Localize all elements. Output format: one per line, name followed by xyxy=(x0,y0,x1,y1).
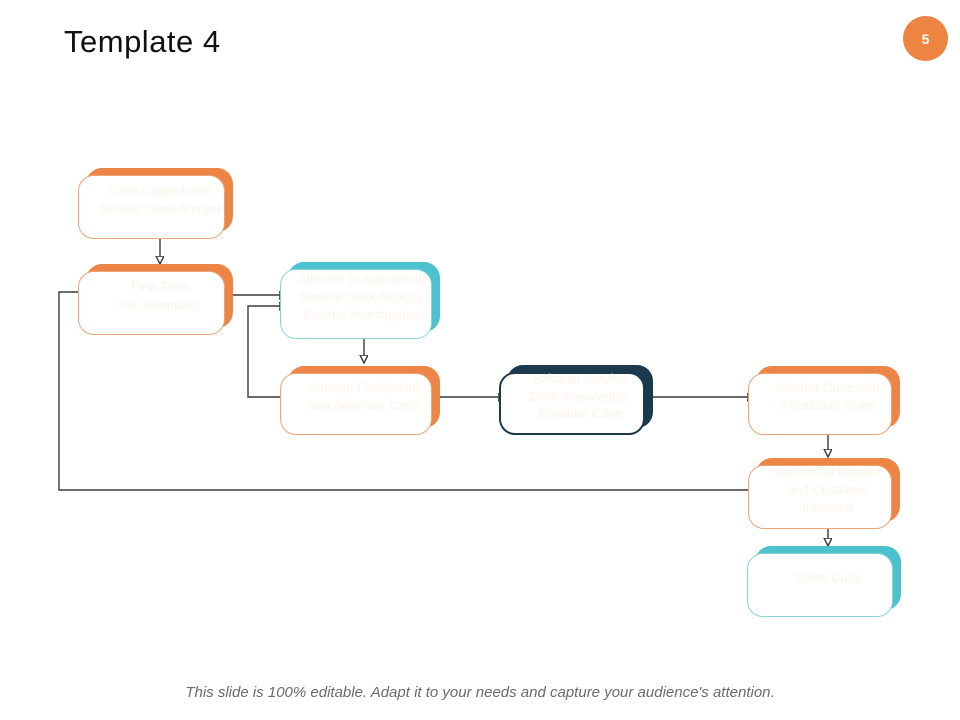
connector-firsttime-successful-feedback xyxy=(58,291,755,491)
node-allocate[interactable]: Allocate to Appropriate Service Desk Ana… xyxy=(280,262,440,339)
node-close-case[interactable]: Close Case xyxy=(747,546,901,617)
node-label: Exhaust Service Desk Knowledge- Escalate… xyxy=(529,370,631,422)
node-first-time-fix[interactable]: First Time Fix attempted xyxy=(78,264,233,335)
node-case-logged[interactable]: Case Logged with Service Desk Analyst xyxy=(78,168,233,239)
node-successful-solution[interactable]: Successful Solution and Customer Informe… xyxy=(748,458,900,529)
node-label: Attempt Fix/Update and Annotate Case xyxy=(308,380,420,413)
node-label: Case Logged with Service Desk Analyst xyxy=(98,183,221,216)
page-number: 5 xyxy=(921,30,930,47)
node-label: Allocate to Appropriate Service Desk Ana… xyxy=(298,271,430,322)
connector-attemptfix-allocate-loop xyxy=(247,306,288,398)
node-monitor-case[interactable]: Monitor Case with Escalation Team xyxy=(748,366,900,435)
page-title: Template 4 xyxy=(64,24,221,59)
node-attempt-fix[interactable]: Attempt Fix/Update and Annotate Case xyxy=(280,366,440,435)
node-label: Successful Solution and Customer Informe… xyxy=(771,464,885,515)
page-number-badge: 5 xyxy=(903,16,948,61)
node-exhaust-escalate[interactable]: Exhaust Service Desk Knowledge- Escalate… xyxy=(499,365,653,435)
node-label: Close Case xyxy=(794,570,862,586)
node-label: Monitor Case with Escalation Team xyxy=(775,380,881,413)
footer-note: This slide is 100% editable. Adapt it to… xyxy=(185,684,775,701)
node-label: First Time Fix attempted xyxy=(120,279,199,312)
